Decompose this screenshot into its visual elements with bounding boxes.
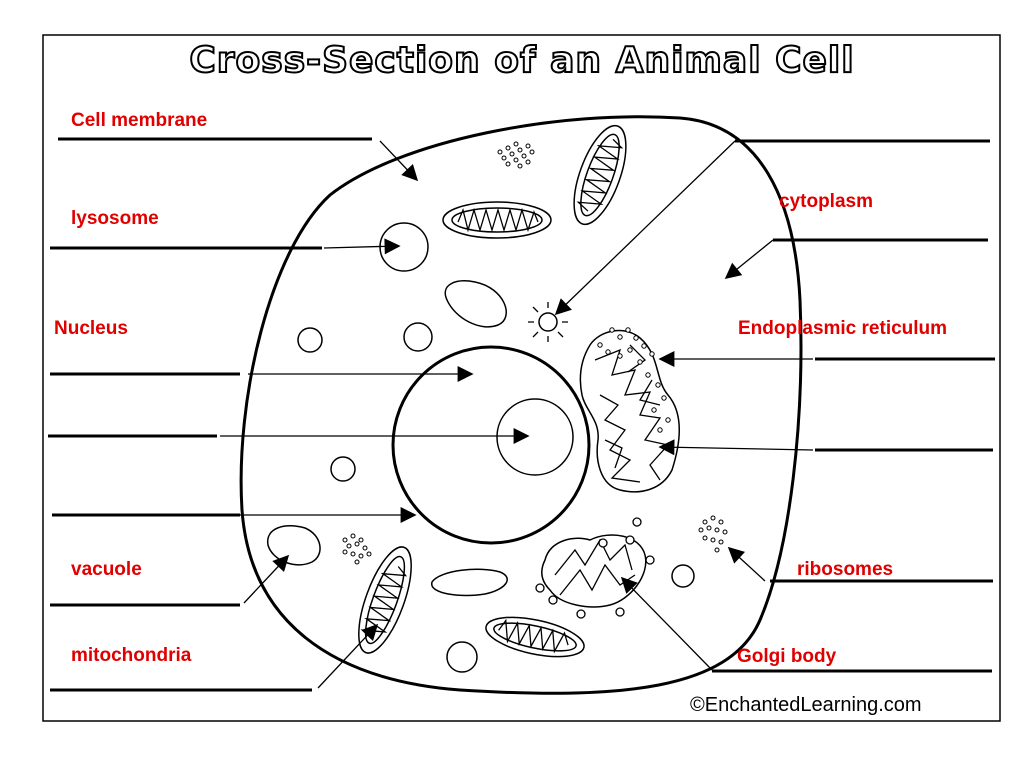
label-lysosome: lysosome bbox=[71, 208, 159, 229]
vesicle-shape bbox=[330, 456, 356, 482]
label-mitochondria: mitochondria bbox=[71, 645, 192, 666]
vacuole-shape bbox=[444, 280, 508, 328]
nucleolus-shape bbox=[496, 398, 574, 476]
pointer-arrows bbox=[220, 140, 814, 689]
vesicle-shape bbox=[671, 564, 695, 588]
vacuole-shape bbox=[431, 568, 508, 597]
vesicle-shape bbox=[297, 327, 323, 353]
label-cytoplasm: cytoplasm bbox=[779, 191, 873, 212]
label-golgi-body: Golgi body bbox=[737, 646, 837, 667]
golgi-body-shape bbox=[535, 517, 655, 619]
ribosome-cluster bbox=[698, 515, 728, 553]
endoplasmic-reticulum-shape bbox=[579, 327, 681, 493]
mitochondrion-shape bbox=[485, 616, 585, 658]
label-nucleus: Nucleus bbox=[54, 318, 128, 339]
vesicle-shape bbox=[403, 322, 433, 352]
ribosome-cluster bbox=[497, 141, 535, 169]
label-lines-right bbox=[712, 139, 995, 673]
mitochondrion-shape bbox=[442, 201, 552, 239]
label-ribosomes: ribosomes bbox=[797, 559, 893, 580]
label-cell-membrane: Cell membrane bbox=[71, 110, 207, 131]
label-endoplasmic-reticulum: Endoplasmic reticulum bbox=[738, 318, 947, 339]
vesicle-shape bbox=[446, 641, 478, 673]
lysosome-shape bbox=[379, 222, 429, 272]
diagram-title: Cross-Section of an Animal Cell bbox=[189, 40, 854, 81]
label-lines-left bbox=[48, 137, 372, 692]
ribosome-cluster bbox=[342, 533, 372, 565]
mitochondrion-shape bbox=[573, 124, 627, 226]
nucleus-shape bbox=[391, 345, 591, 545]
copyright-text: ©EnchantedLearning.com bbox=[690, 694, 922, 716]
label-vacuole: vacuole bbox=[71, 559, 142, 580]
